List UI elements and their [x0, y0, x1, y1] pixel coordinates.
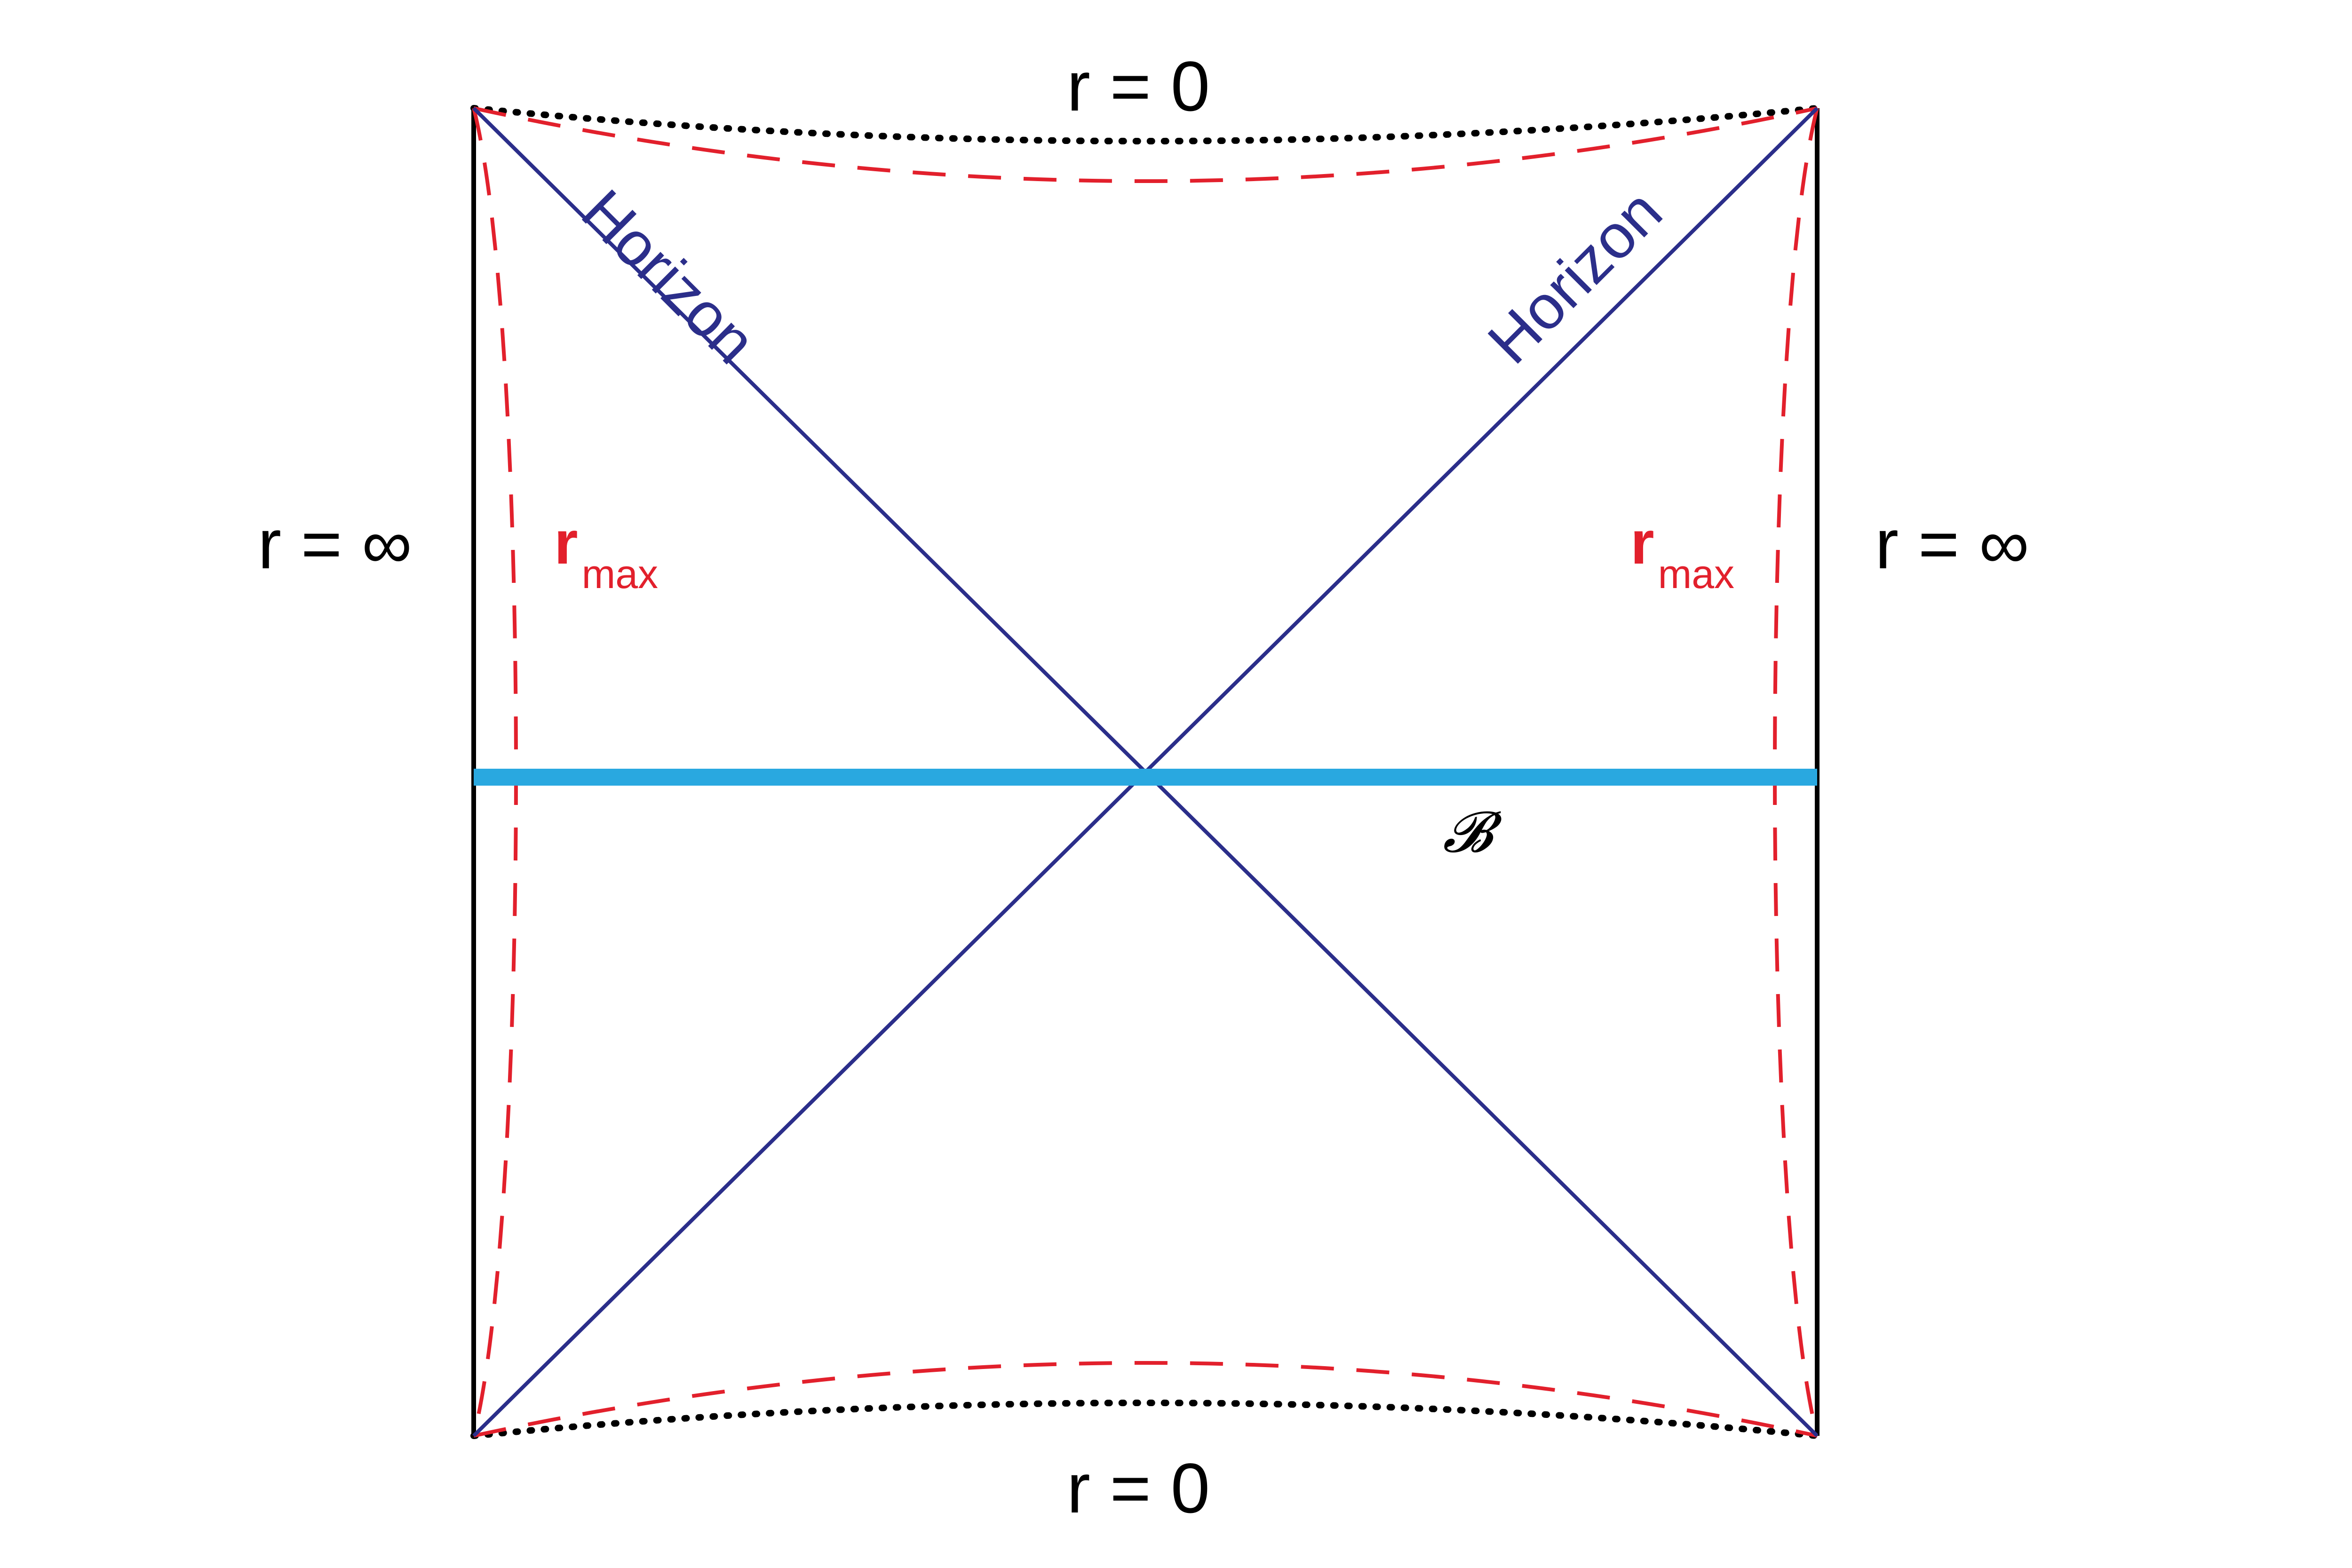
rmax-left-label: rmax [554, 508, 658, 597]
bottom-singularity-label: r = 0 [1067, 1449, 1210, 1528]
left-boundary-label: r = ∞ [258, 504, 412, 583]
slice-b-label: 𝓑 [1443, 800, 1502, 865]
right-boundary-label: r = ∞ [1875, 504, 2029, 583]
top-singularity-label: r = 0 [1067, 47, 1210, 126]
rmax-top-curve [473, 106, 1818, 183]
rmax-right-base: r [1630, 508, 1654, 577]
rmax-right-label: rmax [1630, 508, 1734, 597]
rmax-right-subscript: max [1658, 552, 1734, 597]
rmax-left-subscript: max [582, 552, 658, 597]
rmax-bottom-curve [473, 1361, 1818, 1438]
rmax-left-base: r [554, 508, 578, 577]
rmax-right-curve [1773, 108, 1819, 1436]
bottom-singularity-curve [470, 1400, 1820, 1439]
horizon-left-label: Horizon [569, 176, 769, 377]
rmax-left-curve [472, 108, 518, 1436]
